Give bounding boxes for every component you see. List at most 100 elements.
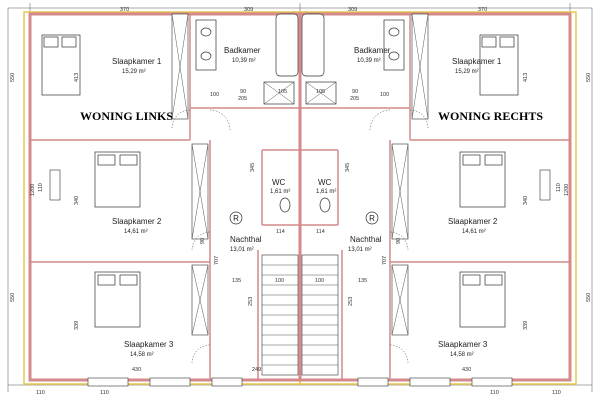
closet-right-top [411, 13, 429, 120]
dim-hall-105-a: 105 [278, 89, 287, 95]
dim-left-550-top: 550 [10, 73, 16, 82]
closet-left-top [171, 13, 189, 120]
dim-90-left: 90 [200, 238, 206, 244]
dim-wc-345-left: 345 [250, 163, 256, 172]
bed-sk1-right [479, 34, 519, 96]
room-sk1-left-name: Slaapkamer 1 [112, 57, 162, 66]
window-bottom-1 [87, 377, 129, 387]
dim-sk2-340-left: 340 [74, 196, 80, 205]
heading-woning-rechts: WONING RECHTS [438, 109, 543, 123]
room-sk3-right-name: Slaapkamer 3 [438, 340, 488, 349]
stair-right [301, 254, 339, 376]
dim-wc-345-right: 345 [345, 163, 351, 172]
room-wc-left-name: WC [272, 178, 286, 187]
closet-right-bottom [391, 264, 409, 336]
dim-top-right-370: 370 [478, 7, 487, 13]
room-bad-right-area: 10,39 m² [357, 58, 381, 64]
dim-sk1-413-left: 413 [74, 73, 80, 82]
dim-707-left: 707 [214, 256, 220, 265]
toilet-right [319, 197, 331, 213]
room-nacht-left-area: 13,01 m² [230, 247, 254, 253]
room-nacht-right-name: Nachthal [350, 235, 382, 244]
dim-right-550-bottom: 550 [586, 293, 592, 302]
toilet-left [279, 197, 291, 213]
dim-sk1-413-right: 413 [523, 73, 529, 82]
closet-right-mid [391, 143, 409, 240]
dim-sk2-340-right: 340 [523, 196, 529, 205]
room-nacht-right-area: 13,01 m² [348, 247, 372, 253]
dim-hall-90-b: 90 [352, 89, 358, 95]
dim-hall-205-b: 205 [350, 96, 359, 102]
dim-stair-253-right: 253 [348, 297, 354, 306]
room-nacht-left-name: Nachthal [230, 235, 262, 244]
window-right-side [539, 169, 551, 201]
bed-sk1-left [41, 34, 81, 96]
dim-hall-205-a: 205 [238, 96, 247, 102]
room-wc-left-area: 1,61 m² [270, 189, 290, 195]
room-wc-right-area: 1,61 m² [316, 189, 336, 195]
r-marker-left: R [233, 214, 239, 223]
window-bottom-2 [149, 377, 191, 387]
dim-bottom-110-b: 110 [100, 390, 109, 396]
dim-bottom-249: 249 [252, 367, 261, 373]
dim-bottom-430-left: 430 [132, 367, 141, 373]
room-bad-right-name: Badkamer [354, 46, 391, 55]
r-marker-right: R [369, 214, 375, 223]
shower-left [263, 81, 295, 105]
bed-sk3-left [94, 271, 141, 328]
room-sk3-left-name: Slaapkamer 3 [124, 340, 174, 349]
sink-left [195, 19, 217, 71]
dim-sk3-339-left: 339 [74, 321, 80, 330]
dim-stair-100-left: 100 [275, 278, 284, 284]
stair-left [261, 254, 299, 376]
room-sk2-left-name: Slaapkamer 2 [112, 217, 162, 226]
window-bottom-5 [409, 377, 451, 387]
bathtub-right [301, 13, 325, 77]
room-bad-left-name: Badkamer [224, 46, 261, 55]
room-sk1-right-area: 15,29 m² [455, 69, 479, 75]
room-sk1-right-name: Slaapkamer 1 [452, 57, 502, 66]
window-bottom-6 [471, 377, 513, 387]
room-bad-left-area: 10,39 m² [232, 58, 256, 64]
dim-left-110: 110 [38, 183, 44, 192]
bed-sk2-right [459, 151, 506, 208]
dim-bottom-110-a: 110 [36, 390, 45, 396]
room-sk1-left-area: 15,29 m² [122, 69, 146, 75]
dim-right-550-top: 550 [586, 73, 592, 82]
dim-707-right: 707 [382, 256, 388, 265]
dim-stair-135-left: 135 [232, 278, 241, 284]
dim-90-right: 90 [396, 238, 402, 244]
bed-sk3-right [459, 271, 506, 328]
dim-hall-100-a: 100 [210, 92, 219, 98]
dim-wc-114-left: 114 [276, 229, 285, 235]
room-sk2-left-area: 14,61 m² [124, 229, 148, 235]
dim-bottom-110-c: 110 [490, 390, 499, 396]
dim-right-1200: 1200 [564, 184, 570, 196]
dim-stair-135-right: 135 [358, 278, 367, 284]
dim-bottom-430-right: 430 [462, 367, 471, 373]
heading-woning-links: WONING LINKS [80, 109, 173, 123]
dim-left-1200: 1200 [30, 184, 36, 196]
dim-hall-100-b: 100 [380, 92, 389, 98]
room-wc-right-name: WC [318, 178, 332, 187]
dim-top-left-370: 370 [120, 7, 129, 13]
dim-wc-114-right: 114 [316, 229, 325, 235]
sink-right [383, 19, 405, 71]
window-bottom-3 [211, 377, 243, 387]
dim-left-550-bottom: 550 [10, 293, 16, 302]
bathtub-left [275, 13, 299, 77]
bed-sk2-left [94, 151, 141, 208]
window-left-side [49, 169, 61, 201]
room-sk2-right-name: Slaapkamer 2 [448, 217, 498, 226]
window-bottom-4 [357, 377, 389, 387]
dim-stair-100-right: 100 [315, 278, 324, 284]
closet-left-bottom [191, 264, 209, 336]
dim-right-110: 110 [556, 183, 562, 192]
dim-top-right-309: 309 [348, 7, 357, 13]
room-sk3-right-area: 14,58 m² [450, 352, 474, 358]
room-sk2-right-area: 14,61 m² [462, 229, 486, 235]
dim-top-left-309: 309 [244, 7, 253, 13]
shower-right [305, 81, 337, 105]
room-sk3-left-area: 14,58 m² [130, 352, 154, 358]
